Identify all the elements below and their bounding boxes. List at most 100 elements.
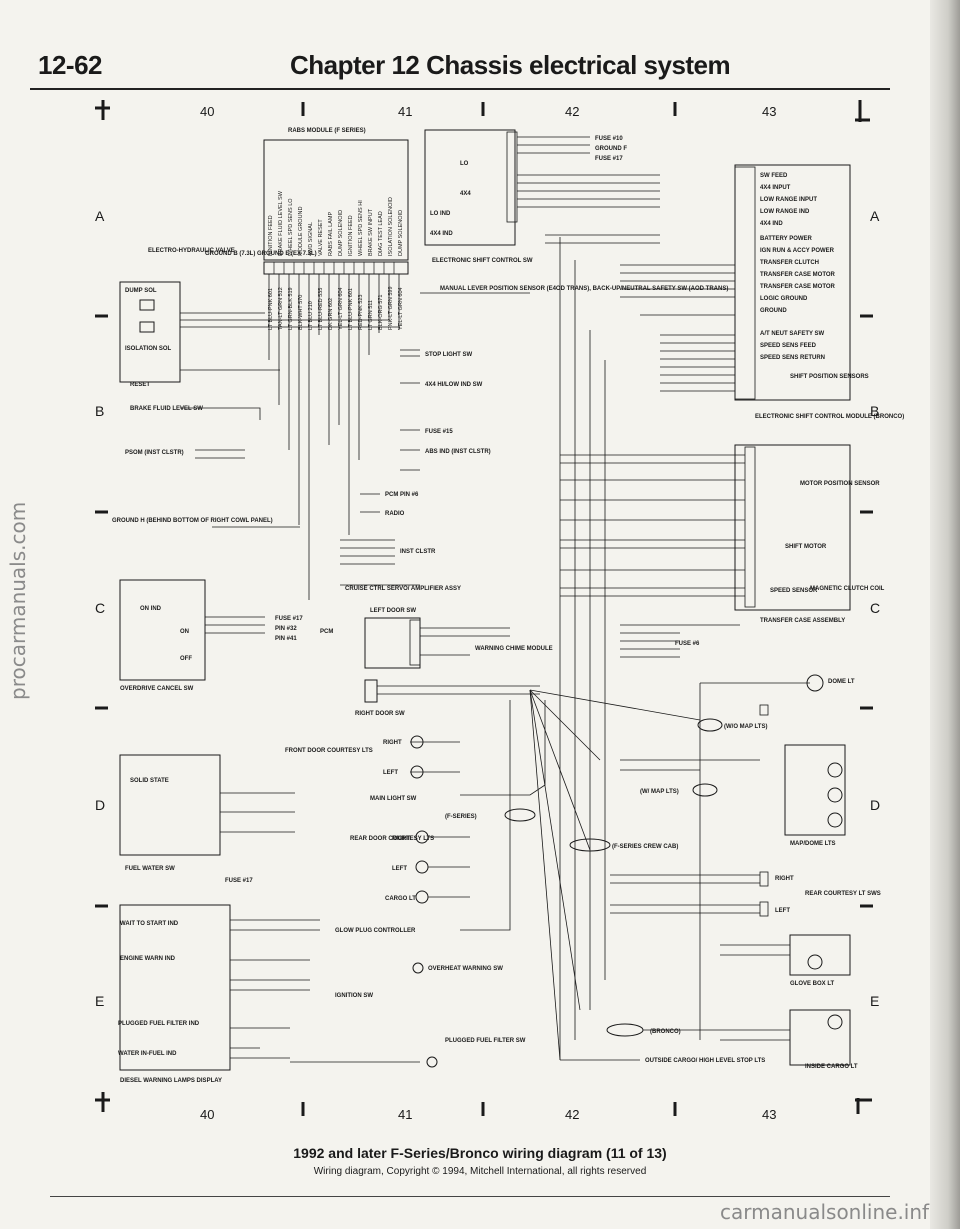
dome-lt-lamp — [806, 674, 824, 692]
grid-ticks-top — [301, 102, 677, 116]
magnetic-clutch-coil-label: MAGNETIC CLUTCH COIL — [810, 586, 885, 592]
glove-box-lt-label: GLOVE BOX LT — [790, 981, 835, 987]
front-right-label: RIGHT — [383, 740, 402, 746]
wiring-diagram: RABS MODULE (F SERIES) ELECTRO-HYDRAULIC… — [95, 100, 904, 1116]
corner-mark-bl — [95, 1092, 110, 1112]
rabs-pin-label: 4WD SIGNAL — [308, 222, 314, 256]
rabs-wire-label: YEL-LT GRN 604 — [338, 287, 344, 330]
ecm-4x4-input: 4X4 INPUT — [760, 185, 791, 191]
rabs-pin-label: DUMP SOLENOID — [338, 210, 344, 256]
radio-label: RADIO — [385, 511, 405, 517]
cruise-ctrl-label: CRUISE CTRL SERVO/ AMPLIFIER ASSY — [345, 586, 461, 592]
inside-cargo-lt-box — [789, 1009, 851, 1066]
rabs-pin-label: RABS FAIL LAMP — [328, 212, 334, 256]
rabs-pin-row — [263, 261, 409, 275]
overheat-warning-sw-symbol — [412, 962, 424, 974]
outside-cargo-label: OUTSIDE CARGO/ HIGH LEVEL STOP LTS — [645, 1058, 765, 1064]
ecm-low-range-input: LOW RANGE INPUT — [760, 197, 817, 203]
header-rule — [30, 88, 890, 90]
motor-position-sensor-label: MOTOR POSITION SENSOR — [800, 481, 880, 487]
fuse-15-label: FUSE #15 — [425, 429, 453, 435]
ecm-clutch: TRANSFER CLUTCH — [760, 260, 819, 266]
left-door-sw-box — [364, 617, 421, 669]
fuse-17-pcm-label: FUSE #17 — [275, 616, 303, 622]
rear-door-courtesy-label: REAR DOOR COURTESY LTS — [350, 836, 434, 842]
ecm-low-range-ind: LOW RANGE IND — [760, 209, 810, 215]
electro-hydraulic-valve-label: ELECTRO-HYDRAULIC VALVE — [148, 248, 235, 254]
rabs-wire-label: LT BLU 210 — [308, 301, 314, 330]
ground-b-label: GROUND B (7.3L) GROUND E (EX 7.3L) — [205, 251, 317, 257]
w-map-lts-label: (W/ MAP LTS) — [640, 789, 679, 795]
rear-sw-right-label: RIGHT — [775, 876, 794, 882]
fuel-water-sw-box — [119, 754, 221, 856]
pcm-pin-6-label: PCM PIN #6 — [385, 492, 419, 498]
row-e-left: E — [95, 993, 105, 1009]
ecm-ign-run: IGN RUN & ACCY POWER — [760, 248, 835, 254]
front-left-label: LEFT — [383, 770, 398, 776]
watermark-side: procarmanuals.com — [6, 501, 30, 700]
grid-ticks-right — [860, 314, 873, 908]
glow-plug-label: GLOW PLUG CONTROLLER — [335, 928, 416, 934]
wait-to-start-label: WAIT TO START IND — [120, 921, 179, 927]
left-front-courtesy-lamp — [410, 765, 424, 779]
page-title: Chapter 12 Chassis electrical system — [290, 50, 731, 80]
rabs-pin-label: DIAG TEST LEAD — [378, 211, 384, 256]
off-label: OFF — [180, 656, 192, 662]
bronco-label: (BRONCO) — [650, 1029, 681, 1035]
ground-f-top-label: GROUND F — [595, 146, 627, 152]
solid-state-label: SOLID STATE — [130, 778, 169, 784]
ecm-4x4-ind: 4X4 IND — [760, 221, 783, 227]
corner-mark-tr — [855, 100, 870, 122]
ecm-title: ELECTRONIC SHIFT CONTROL MODULE (BRONCO) — [755, 414, 904, 420]
grid-ticks-bottom — [301, 1102, 677, 1116]
rabs-wire-label: YEL-LT GRN 604 — [398, 287, 404, 330]
fuse-10-label: FUSE #10 — [595, 136, 623, 142]
f-series-label: (F-SERIES) — [445, 814, 477, 820]
watermark-bottom: carmanualsonline.info — [720, 1200, 942, 1224]
column-43-top: 43 — [762, 104, 777, 119]
brake-fluid-level-sw-label: BRAKE FLUID LEVEL SW — [130, 406, 203, 412]
stop-light-sw-label: STOP LIGHT SW — [425, 352, 472, 358]
column-41-top: 41 — [398, 104, 413, 119]
row-c-right: C — [870, 600, 881, 616]
footer-rule — [50, 1196, 890, 1197]
electro-hydraulic-valve-box — [119, 281, 181, 383]
reset-label: RESET — [130, 382, 150, 388]
manual-lever-label: MANUAL LEVER POSITION SENSOR (E4OD TRANS… — [440, 286, 728, 292]
diesel-warning-display-box — [119, 904, 231, 1071]
ecm-speed-feed: SPEED SENS FEED — [760, 343, 817, 349]
main-light-sw-label: MAIN LIGHT SW — [370, 796, 417, 802]
overdrive-cancel-sw-label: OVERDRIVE CANCEL SW — [120, 686, 194, 692]
dump-sol-coil — [139, 299, 155, 311]
rabs-pin-label: BRAKE SW INPUT — [368, 208, 374, 256]
lo-label: LO — [460, 161, 469, 167]
wo-map-lts-connector — [697, 718, 723, 732]
f-series-crew-cab-connector — [569, 838, 611, 852]
warning-chime-label: WARNING CHIME MODULE — [475, 646, 553, 652]
plugged-fuel-filter-sw-label: PLUGGED FUEL FILTER SW — [445, 1038, 526, 1044]
left-rear-courtesy-lamp — [415, 860, 429, 874]
transfer-case-assembly-label: TRANSFER CASE ASSEMBLY — [760, 618, 845, 624]
engine-warn-label: ENGINE WARN IND — [120, 956, 176, 962]
main-light-f-series-connector — [504, 808, 536, 822]
inst-clstr-label: INST CLSTR — [400, 549, 436, 555]
rabs-pin-label: DUMP SOLENOID — [398, 210, 404, 256]
rabs-wire-label: TAN-LT GRN 512 — [278, 287, 284, 330]
rabs-pin-label: IGNITION FEED — [268, 215, 274, 256]
column-41-bottom: 41 — [398, 1107, 413, 1122]
cargo-lt-label: CARGO LT — [385, 896, 416, 902]
right-door-sw-label: RIGHT DOOR SW — [355, 711, 405, 717]
rabs-wire-label: PNK-LT GRN 599 — [388, 286, 394, 330]
x4-ind-label: 4X4 IND — [430, 231, 453, 237]
rabs-wire-label: LT BLU-RED 535 — [318, 288, 324, 330]
ecm-case-motor-2: TRANSFER CASE MOTOR — [760, 284, 836, 290]
page-number: 12-62 — [38, 50, 103, 80]
electronic-shift-control-sw-label: ELECTRONIC SHIFT CONTROL SW — [432, 258, 533, 264]
speed-sensor-label: SPEED SENSOR — [770, 588, 818, 594]
row-e-right: E — [870, 993, 880, 1009]
corner-mark-br — [855, 1098, 872, 1114]
cargo-lamp — [415, 890, 429, 904]
ecm-case-motor: TRANSFER CASE MOTOR — [760, 272, 836, 278]
rabs-wire-label: BLK-ORG 571 — [378, 295, 384, 330]
